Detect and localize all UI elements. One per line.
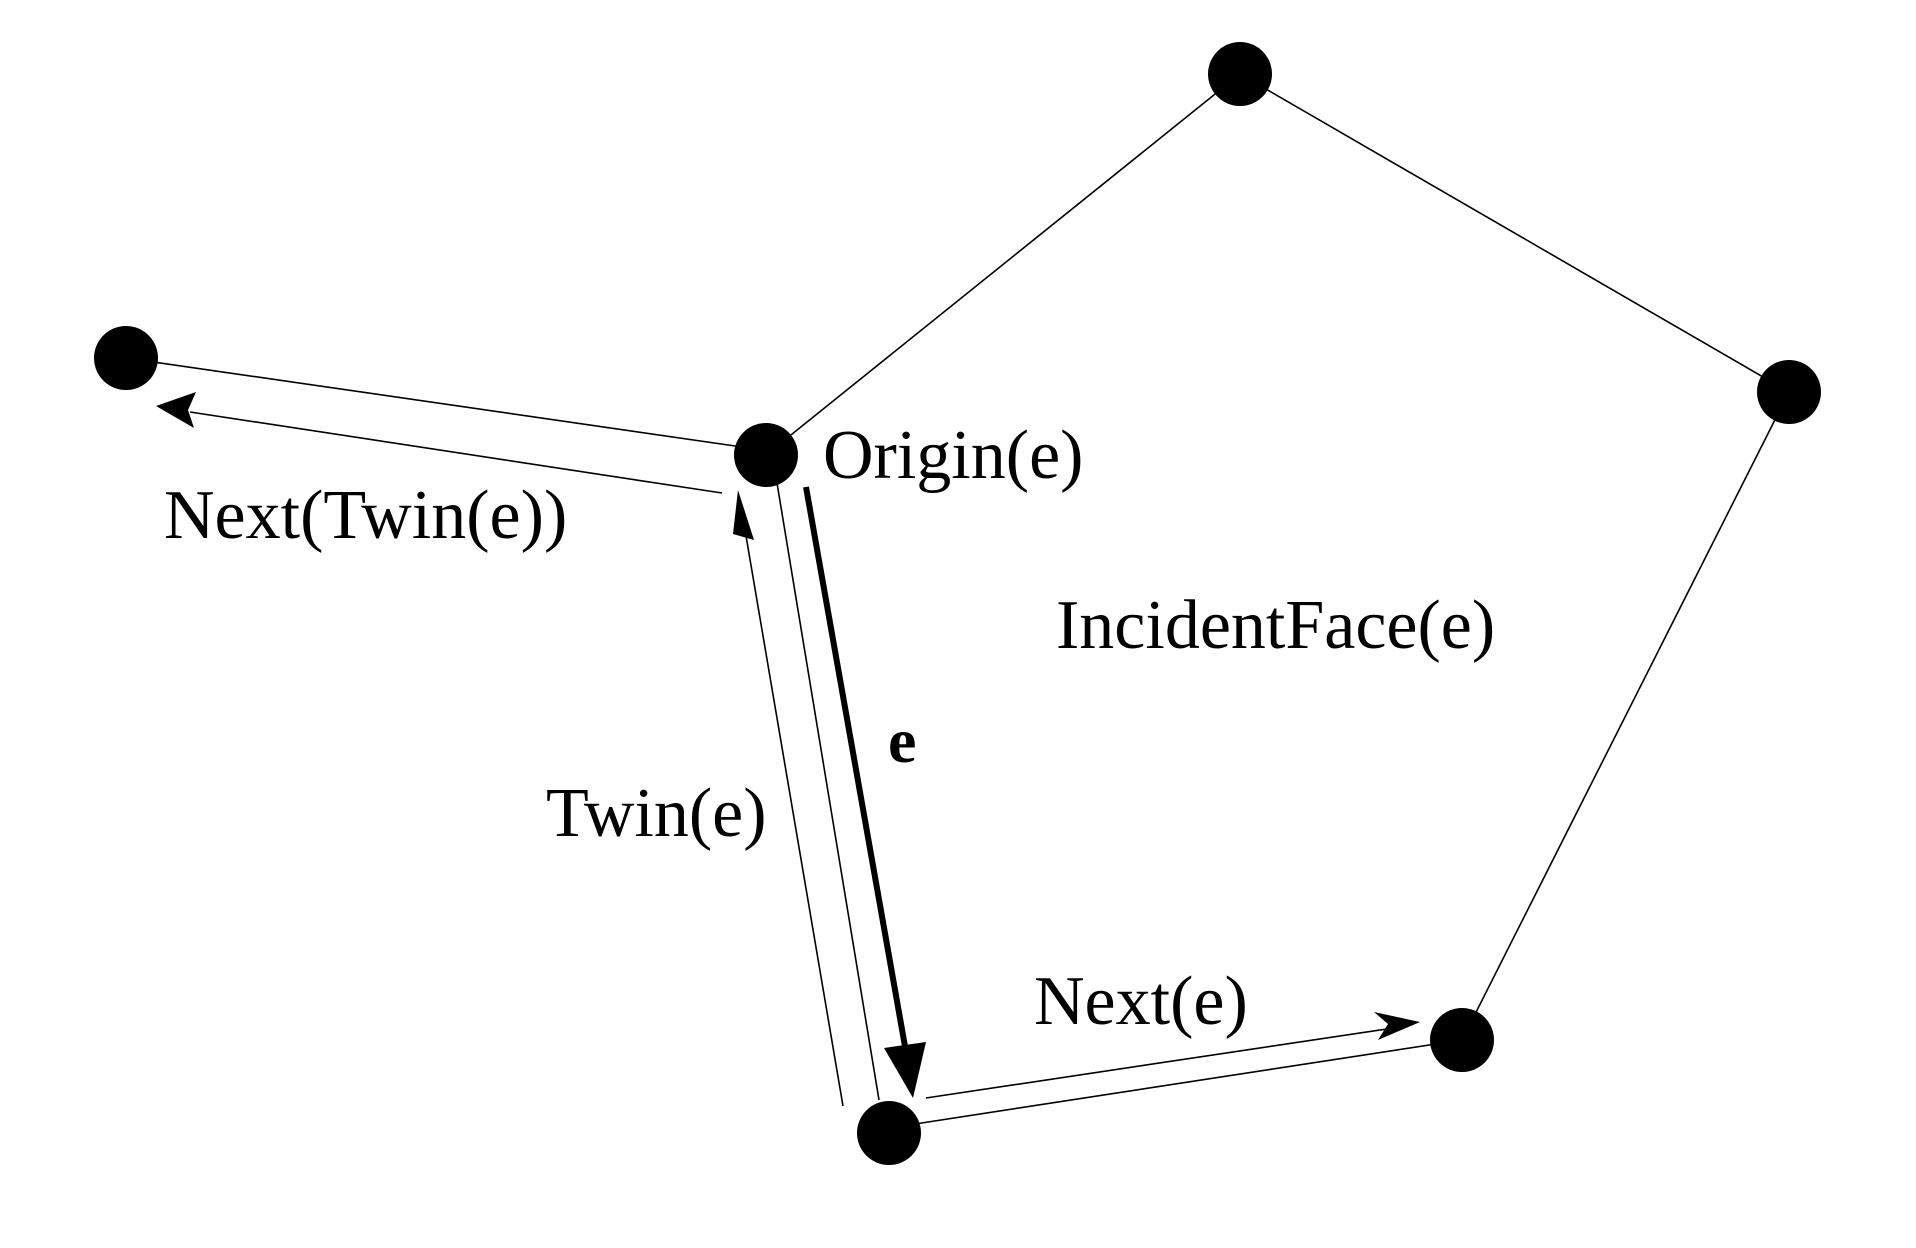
edge-right-to-bottom-right [1461, 391, 1790, 1041]
label-edge: e [888, 705, 916, 776]
label-twin: Twin(e) [546, 775, 767, 852]
vertex-top [1208, 42, 1272, 106]
edge-origin-to-top [765, 73, 1241, 456]
label-next-twin: Next(Twin(e)) [164, 477, 567, 554]
vertex-right [1757, 360, 1821, 424]
arrowhead-twin [733, 490, 754, 540]
half-edge-next [925, 1026, 1401, 1099]
label-origin: Origin(e) [823, 417, 1083, 494]
vertex-left [94, 326, 158, 390]
label-next: Next(e) [1034, 963, 1248, 1040]
edge-top-to-right [1239, 73, 1790, 393]
half-edge-next-twin [189, 411, 723, 494]
labels: Origin(e) Next(Twin(e)) IncidentFace(e) … [164, 417, 1495, 1040]
edge-bottom-right-to-bottom [888, 1039, 1463, 1129]
label-incident-face: IncidentFace(e) [1056, 587, 1495, 664]
vertex-bottom-right [1430, 1008, 1494, 1072]
vertex-origin [734, 423, 798, 487]
arrowhead-next-twin [156, 392, 196, 428]
half-edges [156, 392, 1420, 1107]
graph-edges [125, 73, 1790, 1129]
arrowhead-next [1374, 1012, 1420, 1040]
edge-origin-to-left [125, 357, 743, 448]
vertex-bottom [857, 1101, 921, 1165]
half-edge-e [803, 486, 909, 1053]
edge-bottom-to-origin [775, 476, 880, 1101]
vertices [94, 42, 1821, 1165]
arrowhead-e [884, 1042, 926, 1098]
half-edge-twin [744, 529, 844, 1107]
